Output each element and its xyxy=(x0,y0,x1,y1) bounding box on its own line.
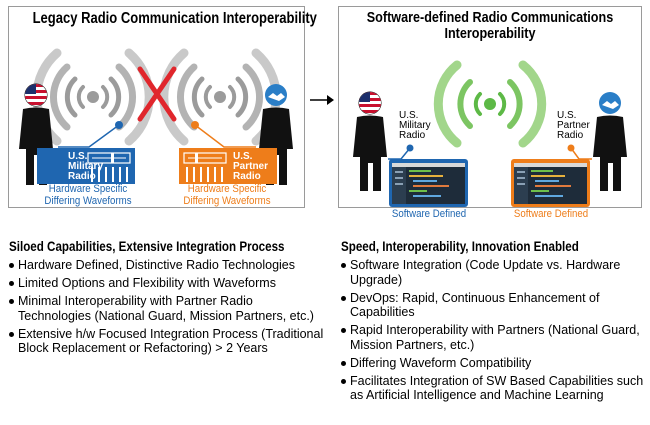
legacy-panel: Legacy Radio Communication Interoperabil… xyxy=(8,6,317,208)
partner-connector-dot xyxy=(191,121,199,129)
list-item: DevOps: Rapid, Continuous Enhancement of… xyxy=(341,291,646,320)
sdr-partner-caption: Software Defined xyxy=(513,208,589,220)
legacy-summary-title: Siloed Capabilities, Extensive Integrati… xyxy=(9,239,285,254)
sdr-partner-person-icon xyxy=(593,92,627,191)
transition-arrow-icon xyxy=(310,95,334,105)
partner-connector-line xyxy=(194,124,256,148)
list-item: Limited Options and Flexibility with Wav… xyxy=(9,276,327,291)
legacy-panel-title: Legacy Radio Communication Interoperabil… xyxy=(32,10,317,27)
sdr-military-person-icon xyxy=(353,91,387,191)
sdr-summary-title: Speed, Interoperability, Innovation Enab… xyxy=(341,239,579,254)
partner-caption: Hardware Specific Differing Waveforms xyxy=(183,183,271,207)
sdr-military-radio-label: U.S. Military Radio xyxy=(399,110,431,141)
partner-signal-waves xyxy=(159,48,281,146)
sdr-bullet-list: Software Integration (Code Update vs. Ha… xyxy=(341,258,646,403)
list-item: Rapid Interoperability with Partners (Na… xyxy=(341,323,646,352)
incompatible-x-icon xyxy=(137,66,177,122)
list-item: Software Integration (Code Update vs. Ha… xyxy=(341,258,646,287)
sdr-military-connector xyxy=(388,147,411,160)
military-connector-line xyxy=(58,124,120,148)
sdr-summary-section: Speed, Interoperability, Innovation Enab… xyxy=(341,239,646,406)
legacy-summary-section: Siloed Capabilities, Extensive Integrati… xyxy=(9,239,327,359)
military-connector-dot xyxy=(115,121,123,129)
military-radio-label: U.S. Military Radio xyxy=(68,151,104,182)
software-defined-panel: Software-defined Radio Communications In… xyxy=(338,6,642,208)
partner-radio-label: U.S. Partner Radio xyxy=(233,151,269,182)
military-hardware-radio-icon xyxy=(37,148,135,184)
legacy-bullet-list: Hardware Defined, Distinctive Radio Tech… xyxy=(9,258,327,356)
sdr-military-connector-dot xyxy=(406,144,414,152)
sdr-partner-connector-dot xyxy=(567,144,575,152)
list-item: Facilitates Integration of SW Based Capa… xyxy=(341,374,646,403)
legacy-illustration xyxy=(19,48,293,185)
military-software-screen-icon xyxy=(389,159,468,207)
list-item: Hardware Defined, Distinctive Radio Tech… xyxy=(9,258,327,273)
partner-software-screen-icon xyxy=(511,159,590,207)
sdr-partner-connector xyxy=(570,147,592,160)
shared-signal-waves xyxy=(433,60,547,148)
sdr-illustration xyxy=(353,60,627,207)
military-caption: Hardware Specific Differing Waveforms xyxy=(44,183,132,207)
list-item: Minimal Interoperability with Partner Ra… xyxy=(9,294,327,323)
sdr-military-caption: Software Defined xyxy=(391,208,467,220)
list-item: Differing Waveform Compatibility xyxy=(341,356,646,371)
military-signal-waves xyxy=(32,48,154,146)
partner-hardware-radio-icon xyxy=(179,148,277,184)
sdr-panel-title: Software-defined Radio Communications In… xyxy=(366,9,614,42)
list-item: Extensive h/w Focused Integration Proces… xyxy=(9,327,327,356)
sdr-partner-radio-label: U.S. Partner Radio xyxy=(557,110,590,141)
